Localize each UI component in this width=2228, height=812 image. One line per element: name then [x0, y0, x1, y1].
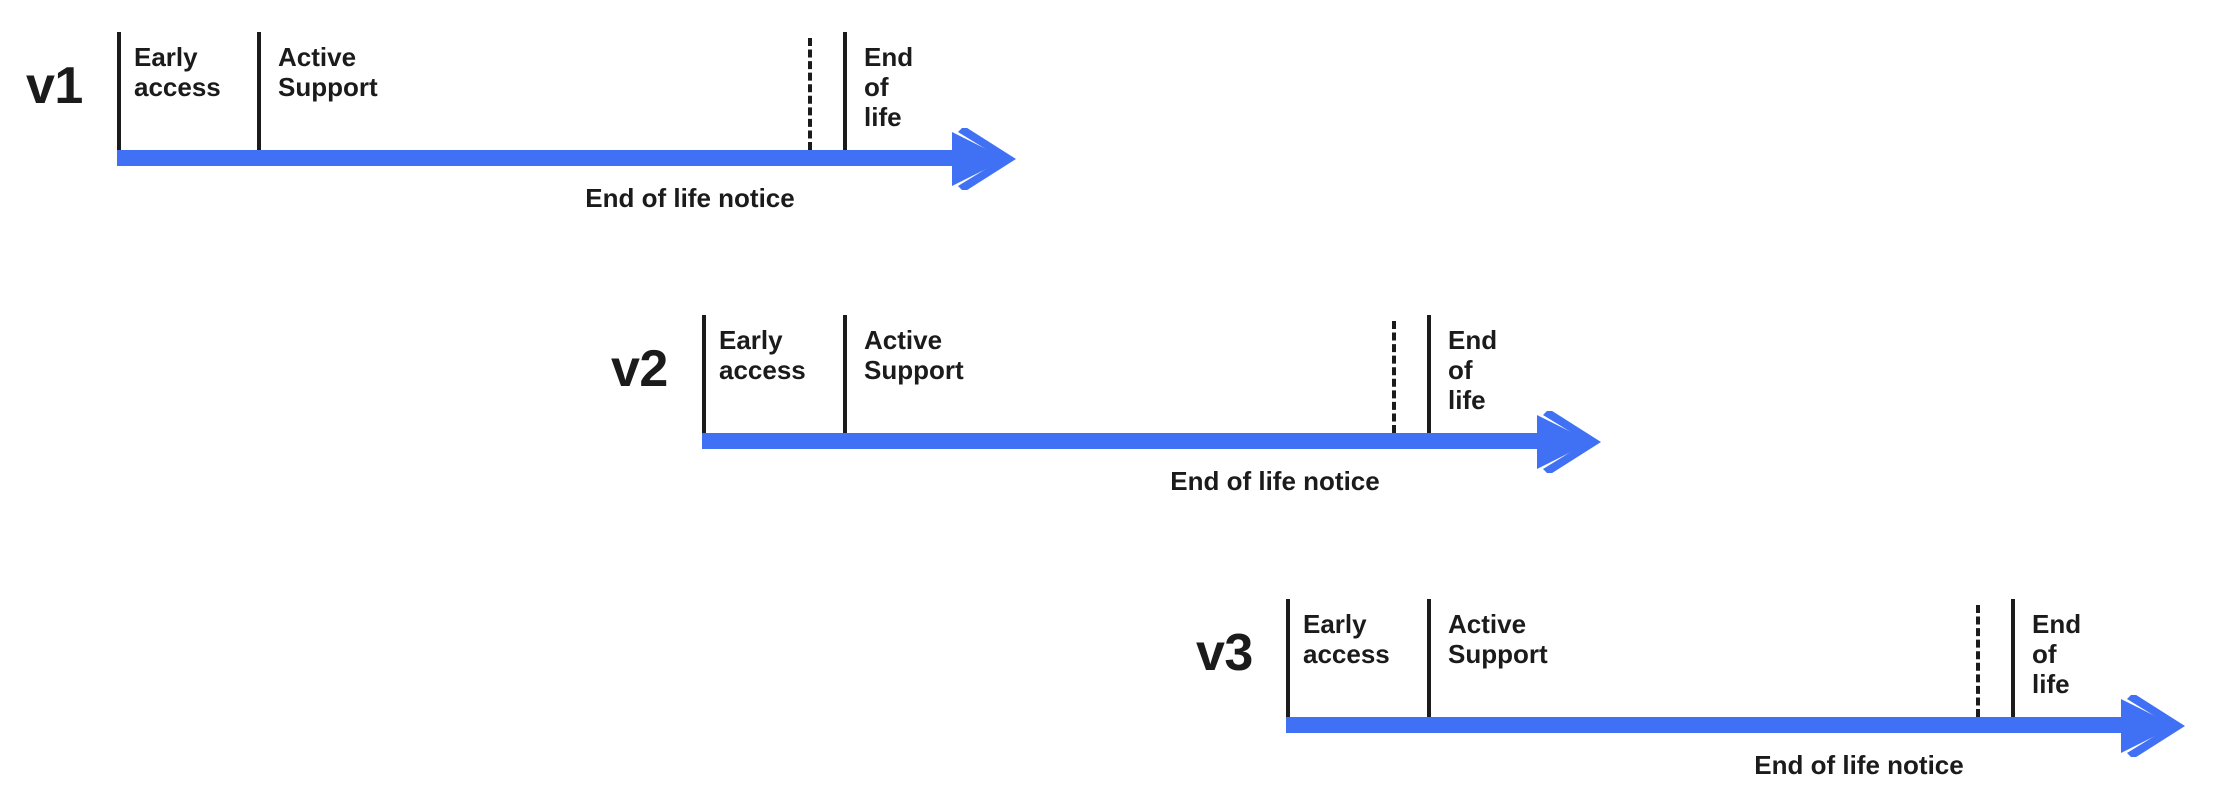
tick-active-support-start-v2: [843, 315, 847, 433]
tick-end-of-life-notice-v2: [1392, 321, 1396, 433]
lifecycle-arrow-bar-v3: [1286, 717, 2134, 733]
version-label-v1: v1: [26, 57, 83, 115]
notice-label-v1: End of life notice: [585, 183, 795, 213]
tick-active-support-start-v1: [257, 32, 261, 150]
version-label-v2: v2: [611, 340, 668, 398]
tick-early-access-start-v3: [1286, 599, 1290, 717]
phase-label-end-of-life-v1: End of life: [864, 42, 914, 133]
phase-label-end-of-life-v2: End of life: [1448, 325, 1498, 416]
tick-active-support-start-v3: [1427, 599, 1431, 717]
notice-label-v3: End of life notice: [1754, 750, 1964, 780]
lifecycle-arrow-head-v3: [2121, 695, 2185, 757]
phase-label-active-support-v3: Active Support: [1448, 609, 1548, 670]
tick-end-of-life-notice-v1: [808, 38, 812, 150]
phase-label-active-support-v2: Active Support: [864, 325, 964, 386]
lifecycle-arrow-head-v1: [952, 128, 1016, 190]
tick-early-access-start-v2: [702, 315, 706, 433]
tick-end-of-life-start-v1: [843, 32, 847, 150]
phase-label-early-access-v3: Early access: [1303, 609, 1390, 670]
phase-label-end-of-life-v3: End of life: [2032, 609, 2082, 700]
tick-end-of-life-start-v3: [2011, 599, 2015, 717]
tick-end-of-life-notice-v3: [1976, 605, 1980, 717]
phase-label-early-access-v1: Early access: [134, 42, 221, 103]
lifecycle-arrow-bar-v1: [117, 150, 965, 166]
lifecycle-arrow-head-v2: [1537, 411, 1601, 473]
version-label-v3: v3: [1196, 624, 1253, 682]
lifecycle-arrow-bar-v2: [702, 433, 1550, 449]
phase-label-active-support-v1: Active Support: [278, 42, 378, 103]
tick-early-access-start-v1: [117, 32, 121, 150]
phase-label-early-access-v2: Early access: [719, 325, 806, 386]
notice-label-v2: End of life notice: [1170, 466, 1380, 496]
tick-end-of-life-start-v2: [1427, 315, 1431, 433]
